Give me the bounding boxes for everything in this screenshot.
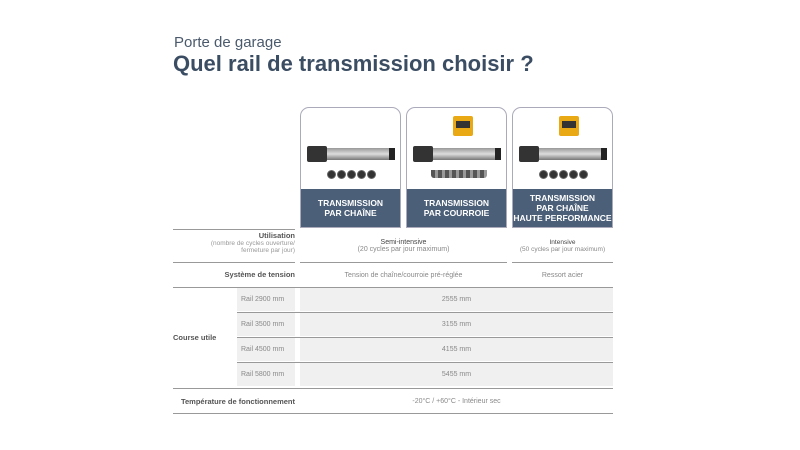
row-label-temperature: Température de fonctionnement (180, 397, 295, 406)
value: Intensive (549, 239, 576, 246)
utilisation-value-2: Intensive (50 cycles par jour maximum) (512, 232, 613, 260)
row-label-course: Course utile (173, 333, 217, 342)
divider (173, 287, 613, 288)
product-label: TRANSMISSION PAR COURROIE (407, 189, 506, 227)
page-subtitle: Porte de garage (174, 34, 282, 51)
divider (237, 337, 613, 338)
divider (173, 413, 613, 414)
product-card: TRANSMISSION PAR CHAÎNE (300, 107, 401, 228)
tension-value-2: Ressort acier (541, 271, 584, 279)
rail-length: Rail 3500 mm (237, 313, 295, 336)
rail-image (519, 146, 607, 162)
divider (237, 362, 613, 363)
divider (173, 229, 295, 230)
row-label-utilisation: Utilisation (nombre de cycles ouverture/… (173, 231, 295, 254)
haute-performance-badge-icon (559, 116, 579, 136)
temperature-value: -20°C / +60°C - Intérieur sec (412, 397, 501, 405)
page-title: Quel rail de transmission choisir ? (173, 51, 534, 76)
course-value: 5455 mm (300, 363, 613, 386)
silencieux-badge-icon (453, 116, 473, 136)
chain-icon (327, 170, 376, 179)
divider (173, 388, 613, 389)
rail-length: Rail 4500 mm (237, 338, 295, 361)
divider (512, 262, 613, 263)
tension-value-1: Tension de chaîne/courroie pré-réglée (344, 271, 463, 279)
product-card: TRANSMISSION PAR COURROIE (406, 107, 507, 228)
utilisation-value-1: Semi-intensive (20 cycles par jour maxim… (300, 232, 507, 260)
sublabel: (nombre de cycles ouverture/ fermeture p… (210, 240, 295, 254)
product-label: TRANSMISSION PAR CHAÎNE (301, 189, 400, 227)
belt-icon (431, 170, 487, 178)
course-value: 2555 mm (300, 288, 613, 311)
product-card: TRANSMISSION PAR CHAÎNE HAUTE PERFORMANC… (512, 107, 613, 228)
value-sub: (50 cycles par jour maximum) (519, 246, 606, 253)
chain-icon (539, 170, 588, 179)
value: Semi-intensive (380, 239, 427, 246)
divider (237, 312, 613, 313)
course-value: 4155 mm (300, 338, 613, 361)
label: Utilisation (258, 231, 295, 240)
value-sub: (20 cycles par jour maximum) (357, 246, 450, 253)
divider (173, 262, 295, 263)
divider (300, 262, 507, 263)
rail-image (307, 146, 395, 162)
product-label: TRANSMISSION PAR CHAÎNE HAUTE PERFORMANC… (513, 189, 612, 227)
rail-image (413, 146, 501, 162)
row-label-tension: Système de tension (224, 270, 295, 279)
rail-length: Rail 2900 mm (237, 288, 295, 311)
course-value: 3155 mm (300, 313, 613, 336)
rail-length: Rail 5800 mm (237, 363, 295, 386)
